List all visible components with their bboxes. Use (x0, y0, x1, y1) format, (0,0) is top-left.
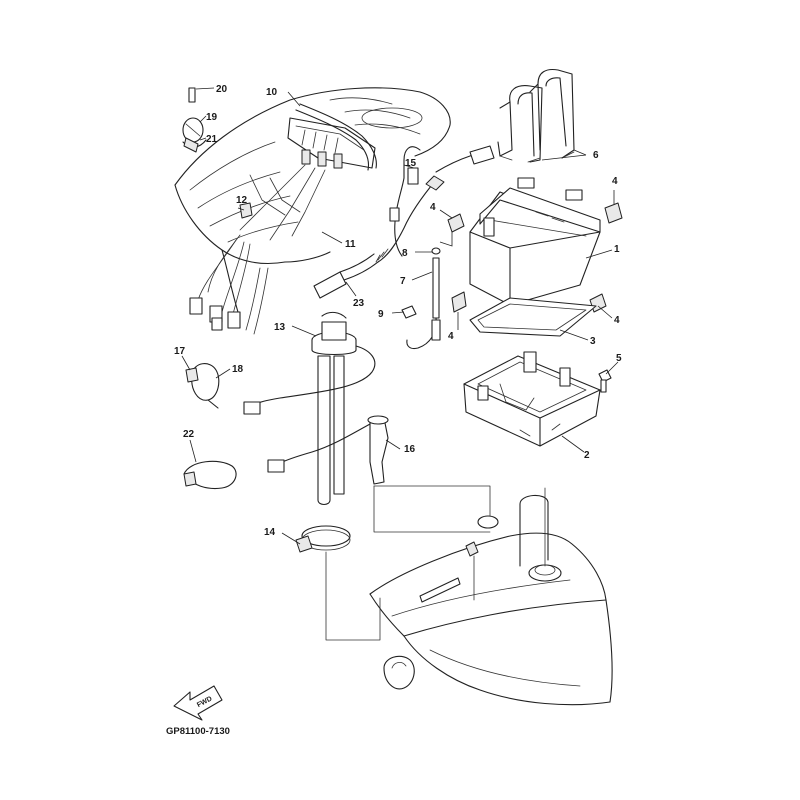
part-label-4-bottom-left: 4 (448, 331, 454, 342)
part-label-4-top-right: 4 (612, 176, 618, 187)
cable-tie-22 (183, 460, 237, 490)
part-label-12: 12 (236, 195, 248, 206)
part-label-5: 5 (616, 353, 622, 364)
part-label-10: 10 (266, 87, 278, 98)
part-label-16: 16 (404, 444, 416, 455)
part-label-20: 20 (216, 84, 228, 95)
part-label-4-top-left: 4 (430, 202, 436, 213)
hose-clamp-14 (295, 525, 351, 553)
part-label-11: 11 (345, 239, 356, 250)
part-label-9: 9 (378, 309, 384, 320)
bolt-5 (598, 369, 612, 393)
clamp-17-18 (185, 363, 220, 409)
battery-1 (469, 177, 601, 306)
part-label-8: 8 (402, 248, 408, 259)
leader-lines (181, 87, 619, 545)
part-label-23: 23 (353, 298, 365, 309)
wire-harness-11 (189, 164, 326, 331)
part-label-1: 1 (614, 244, 620, 255)
meter-assembly-10 (287, 103, 377, 171)
fuel-tank-outline (369, 494, 613, 706)
sensor-16 (267, 415, 389, 485)
battery-mat-3 (469, 297, 597, 337)
assembly-connection-lines (325, 485, 546, 641)
part-number-labels: 1 2 3 4 4 4 4 5 6 7 8 9 10 11 12 13 14 1… (174, 84, 622, 538)
battery-cable-23 (313, 145, 495, 299)
part-label-21: 21 (206, 134, 218, 145)
forward-direction-arrow: FWD (173, 685, 223, 721)
part-label-14: 14 (264, 527, 276, 538)
diagram-reference-code: GP81100-7130 (166, 726, 230, 737)
part-label-22: 22 (183, 429, 195, 440)
fuel-sender-13 (243, 311, 376, 506)
clip-bolt-group-19-20-21 (182, 87, 207, 153)
part-label-4-bottom-right: 4 (614, 315, 620, 326)
part-label-17: 17 (174, 346, 186, 357)
part-label-18: 18 (232, 364, 244, 375)
part-label-19: 19 (206, 112, 218, 123)
part-label-7: 7 (400, 276, 406, 287)
part-label-2: 2 (584, 450, 590, 461)
part-label-3: 3 (590, 336, 596, 347)
battery-box-2 (463, 351, 601, 447)
breather-pipe-7-8-9 (401, 247, 441, 350)
part-label-13: 13 (274, 322, 286, 333)
part-label-6: 6 (593, 150, 599, 161)
part-label-15: 15 (405, 158, 417, 169)
battery-band-6 (497, 68, 575, 163)
